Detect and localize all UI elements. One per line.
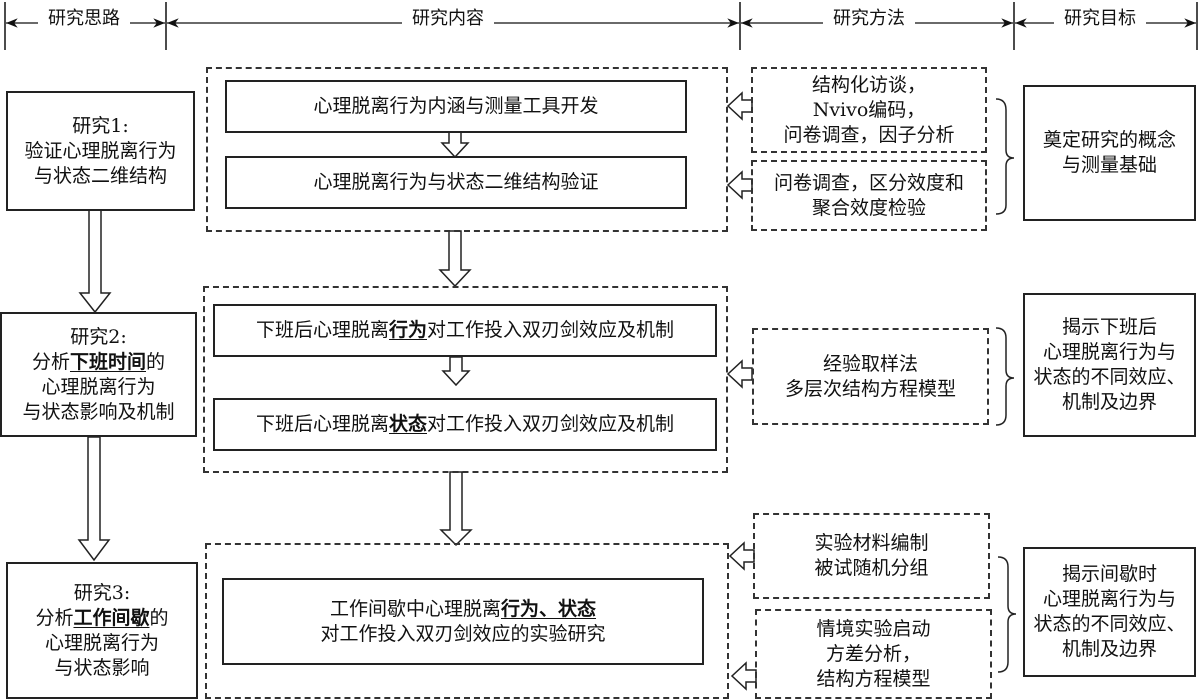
study-3-line: 与状态影响 <box>54 656 150 679</box>
method-box-2: 问卷调查，区分效度和 聚合效度检验 <box>751 160 987 231</box>
content-group-2 <box>203 286 728 473</box>
header-col-goal: 研究目标 <box>1054 8 1146 30</box>
content-emphasis: 行为 <box>388 319 427 341</box>
study-1-box: 研究1: 验证心理脱离行为 与状态二维结构 <box>6 91 195 211</box>
brace-icon <box>995 98 1015 215</box>
method-box-3: 经验取样法 多层次结构方程模型 <box>752 328 989 425</box>
down-arrow-icon <box>438 230 472 288</box>
goal-box-1: 奠定研究的概念 与测量基础 <box>1023 85 1196 221</box>
study-3-title: 研究3: <box>73 581 131 604</box>
study-2-box: 研究2: 分析下班时间的 心理脱离行为 与状态影响及机制 <box>0 312 197 437</box>
content-emphasis: 行为、状态 <box>501 597 597 620</box>
header-col-content: 研究内容 <box>402 8 494 30</box>
study-2-line: 与状态影响及机制 <box>22 400 175 423</box>
brace-icon <box>995 327 1015 426</box>
content-item: 下班后心理脱离状态对工作投入双刃剑效应及机制 <box>213 398 717 451</box>
goal-box-3: 揭示间歇时 心理脱离行为与 状态的不同效应、 机制及边界 <box>1023 547 1196 677</box>
down-arrow-icon <box>440 131 470 159</box>
header-dividers <box>4 2 1198 50</box>
study-1-line: 与状态二维结构 <box>33 164 167 187</box>
down-arrow-icon <box>439 471 473 547</box>
header-col-idea: 研究思路 <box>38 8 130 30</box>
method-box-1: 结构化访谈， Nvivo编码， 问卷调查，因子分析 <box>751 67 987 153</box>
down-arrow-icon <box>78 209 112 314</box>
content-item: 心理脱离行为内涵与测量工具开发 <box>225 80 687 133</box>
content-item: 下班后心理脱离行为对工作投入双刃剑效应及机制 <box>213 304 717 357</box>
study-2-emphasis: 下班时间 <box>69 350 146 373</box>
method-box-4: 实验材料编制 被试随机分组 <box>753 513 990 599</box>
down-arrow-icon <box>77 436 111 562</box>
content-item: 工作间歇中心理脱离行为、状态 对工作投入双刃剑效应的实验研究 <box>222 578 704 665</box>
study-3-box: 研究3: 分析工作间歇的 心理脱离行为 与状态影响 <box>6 562 198 699</box>
content-item: 心理脱离行为与状态二维结构验证 <box>225 156 687 209</box>
goal-box-2: 揭示下班后 心理脱离行为与 状态的不同效应、 机制及边界 <box>1023 293 1196 437</box>
study-2-title: 研究2: <box>70 325 127 348</box>
down-arrow-icon <box>441 356 471 387</box>
study-2-line: 分析下班时间的 <box>31 350 166 373</box>
brace-icon <box>997 556 1017 673</box>
study-2-line: 心理脱离行为 <box>41 375 156 398</box>
left-arrow-icon <box>730 661 757 691</box>
study-3-line: 心理脱离行为 <box>44 631 159 654</box>
header-col-method: 研究方法 <box>823 8 915 30</box>
study-3-emphasis: 工作间歇 <box>73 606 150 629</box>
study-1-title: 研究1: <box>72 114 129 137</box>
left-arrow-icon <box>726 170 753 200</box>
study-1-line: 验证心理脱离行为 <box>24 139 177 162</box>
study-3-line: 分析工作间歇的 <box>35 606 169 629</box>
left-arrow-icon <box>726 359 753 389</box>
left-arrow-icon <box>728 541 755 571</box>
content-group-3 <box>205 543 729 699</box>
content-emphasis: 状态 <box>388 413 427 435</box>
left-arrow-icon <box>726 91 753 121</box>
method-box-5: 情境实验启动 方差分析， 结构方程模型 <box>755 609 992 699</box>
content-group-1 <box>206 67 728 232</box>
